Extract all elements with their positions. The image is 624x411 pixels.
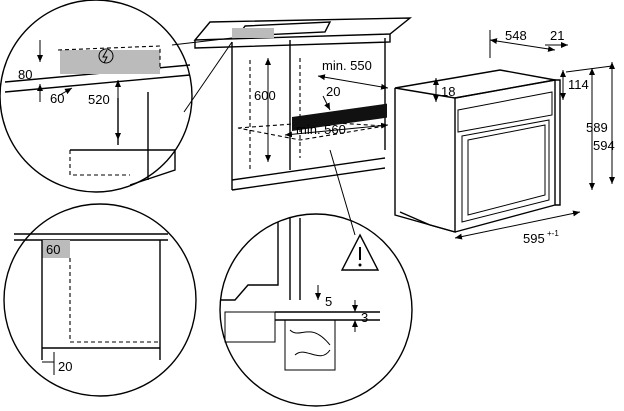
label-min-560: min. 560 bbox=[296, 122, 346, 137]
label-520: 520 bbox=[88, 92, 110, 107]
dim-oven-width: 595 +-1 bbox=[454, 210, 581, 246]
oven-window bbox=[467, 124, 546, 216]
electric-warning-icon bbox=[98, 48, 114, 64]
wood-section bbox=[224, 311, 276, 343]
label-18: 18 bbox=[441, 84, 455, 99]
dim-niche-depth: min. 550 bbox=[317, 58, 389, 90]
dim-top-offset: 114 bbox=[560, 70, 589, 100]
dim-overall-height: 594 bbox=[593, 62, 615, 184]
oven-body bbox=[394, 69, 561, 233]
label-589: 589 bbox=[586, 120, 608, 135]
label-114: 114 bbox=[568, 77, 589, 92]
label-595: 595 bbox=[523, 231, 545, 246]
dim-niche-height: 600 bbox=[254, 58, 276, 162]
dim-gap-20: 20 bbox=[322, 84, 340, 111]
label-80: 80 bbox=[18, 67, 32, 82]
detail-circle-side: 60 20 bbox=[3, 203, 197, 397]
label-5: 5 bbox=[325, 294, 332, 309]
label-60-vent: 60 bbox=[46, 242, 60, 257]
vent-grey-area bbox=[42, 240, 70, 258]
label-21: 21 bbox=[550, 28, 564, 43]
label-600: 600 bbox=[254, 88, 276, 103]
label-20-rear: 20 bbox=[58, 359, 72, 374]
hazard-warning-icon bbox=[340, 233, 380, 271]
label-min-550: min. 550 bbox=[322, 58, 372, 73]
dim-front-frame: 21 bbox=[545, 28, 568, 48]
dim-niche-width: min. 560 bbox=[284, 122, 389, 138]
label-594: 594 bbox=[593, 138, 615, 153]
label-3: 3 bbox=[361, 310, 368, 325]
hob-grey-area bbox=[232, 28, 274, 38]
dim-oven-depth: 548 bbox=[489, 28, 556, 58]
detail-circle-cutout: 80 60 520 bbox=[0, 0, 233, 193]
label-20-top: 20 bbox=[326, 84, 340, 99]
label-595-tolerance: +-1 bbox=[547, 229, 559, 238]
label-60-side: 60 bbox=[50, 91, 64, 106]
label-548: 548 bbox=[505, 28, 527, 43]
dim-oven-height: 589 bbox=[565, 65, 613, 190]
detail-circle-clearance: 5 3 bbox=[219, 213, 413, 407]
dim-top-gap: 18 bbox=[433, 78, 455, 102]
control-panel bbox=[457, 91, 553, 133]
